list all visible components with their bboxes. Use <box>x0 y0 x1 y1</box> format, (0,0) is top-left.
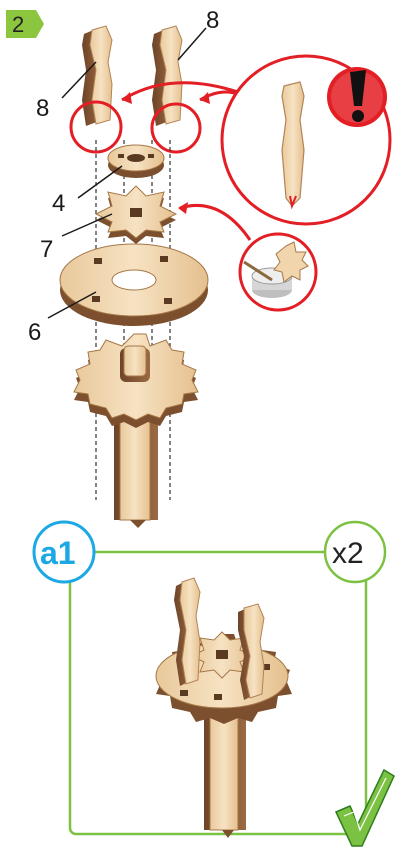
callout-7: 7 <box>40 213 113 263</box>
callout-8-right: 8 <box>177 7 219 61</box>
glue-pot-icon <box>243 241 309 298</box>
subassembly-label: a1 <box>40 535 76 571</box>
quantity-badge <box>323 520 387 584</box>
step-badge: 2 <box>6 10 44 38</box>
callout-number: 8 <box>36 95 49 122</box>
base-gear-part <box>73 333 199 528</box>
upright-piece-right <box>152 25 183 126</box>
highlight-circle-right <box>150 102 202 154</box>
callout-number: 7 <box>40 236 53 263</box>
warning-inset <box>121 54 392 226</box>
callout-6: 6 <box>28 291 97 346</box>
subassembly-label-badge <box>32 520 96 584</box>
large-disk-part <box>59 243 209 326</box>
star-part <box>94 185 178 244</box>
exclamation-icon <box>327 67 387 127</box>
step-number: 2 <box>12 12 24 37</box>
small-gear-part <box>107 144 165 178</box>
callout-number: 8 <box>206 7 219 34</box>
subassembly-frame: a1 x2 <box>32 520 387 836</box>
upright-piece-left <box>82 25 113 126</box>
callout-number: 4 <box>52 190 65 217</box>
callout-number: 6 <box>28 319 41 346</box>
quantity-label: x2 <box>332 537 364 570</box>
callout-4: 4 <box>52 165 123 217</box>
callout-8-left: 8 <box>36 61 97 122</box>
checkmark-icon <box>334 768 395 847</box>
glue-inset <box>178 202 318 312</box>
highlight-circle-left <box>69 100 123 154</box>
assembled-subassembly <box>155 577 292 838</box>
inset-upright-piece <box>281 81 305 210</box>
